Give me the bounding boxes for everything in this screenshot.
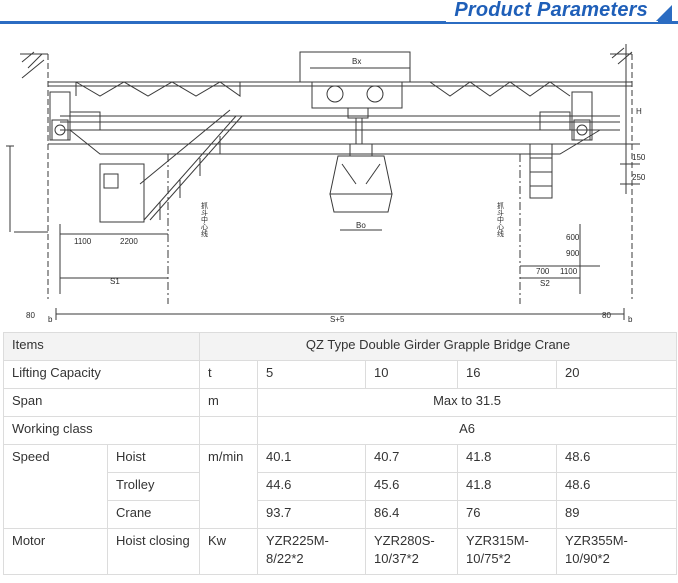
table-row-items: Items QZ Type Double Girder Grapple Brid… — [2, 332, 678, 361]
label-b-right: b — [628, 315, 633, 324]
dim-700: 700 — [536, 267, 550, 276]
label-s2: S2 — [540, 279, 550, 288]
speed-trolley-10: 45.6 — [365, 472, 459, 501]
motor-unit: Kw — [199, 528, 259, 575]
speed-trolley-16: 41.8 — [457, 472, 558, 501]
motor-label: Motor — [3, 528, 108, 575]
speed-hoist-16: 41.8 — [457, 444, 558, 473]
section-header: Product Parameters — [0, 0, 678, 34]
speed-trolley-5: 44.6 — [257, 472, 367, 501]
speed-crane-label: Crane — [106, 500, 201, 529]
motor-5: YZR225M-8/22*2 — [257, 528, 367, 575]
motor-20: YZR355M-10/90*2 — [556, 528, 678, 575]
dim-600: 600 — [566, 233, 580, 242]
lifting-capacity-10: 10 — [365, 360, 459, 389]
dim-1100-left: 1100 — [74, 237, 92, 246]
table-title: QZ Type Double Girder Grapple Bridge Cra… — [199, 332, 678, 361]
speed-crane-20: 89 — [556, 500, 678, 529]
dim-80-right: 80 — [602, 311, 611, 320]
span-label: Span — [2, 388, 201, 417]
label-s-plus-5: S+5 — [330, 315, 345, 324]
label-b-left: b — [48, 315, 53, 324]
dim-900: 900 — [566, 249, 580, 258]
centerline-label-right: 抓斗中心线 — [497, 201, 505, 237]
header-rule — [0, 21, 678, 24]
table-row-working-class: Working class A6 — [2, 416, 678, 445]
speed-trolley-20: 48.6 — [556, 472, 678, 501]
speed-hoist-20: 48.6 — [556, 444, 678, 473]
table-row-span: Span m Max to 31.5 — [2, 388, 678, 417]
label-s1: S1 — [110, 277, 120, 286]
lifting-capacity-label: Lifting Capacity — [2, 360, 201, 389]
dim-80-left: 80 — [26, 311, 35, 320]
span-unit: m — [199, 388, 259, 417]
dim-2200: 2200 — [120, 237, 138, 246]
section-title: Product Parameters — [446, 0, 658, 22]
lifting-capacity-16: 16 — [457, 360, 558, 389]
label-bx: Bx — [352, 57, 361, 66]
lifting-capacity-5: 5 — [257, 360, 367, 389]
working-class-value: A6 — [257, 416, 678, 445]
parameters-table: Items QZ Type Double Girder Grapple Brid… — [2, 332, 678, 575]
items-label: Items — [2, 332, 201, 361]
speed-unit: m/min — [199, 444, 259, 529]
speed-hoist-5: 40.1 — [257, 444, 367, 473]
speed-crane-16: 76 — [457, 500, 558, 529]
lifting-capacity-unit: t — [199, 360, 259, 389]
speed-crane-10: 86.4 — [365, 500, 459, 529]
dim-250: 250 — [632, 173, 646, 182]
dim-1100-right: 1100 — [560, 267, 578, 276]
span-value: Max to 31.5 — [257, 388, 678, 417]
speed-crane-5: 93.7 — [257, 500, 367, 529]
speed-trolley-label: Trolley — [106, 472, 201, 501]
dim-150: 150 — [632, 153, 646, 162]
lifting-capacity-20: 20 — [556, 360, 678, 389]
drawing-svg: S+5 S1 S2 Bx Bo b b 1100 2200 700 1100 6… — [6, 44, 646, 324]
speed-hoist-10: 40.7 — [365, 444, 459, 473]
label-h: H — [636, 107, 642, 116]
table-row-motor: Motor Hoist closing Kw YZR225M-8/22*2 YZ… — [3, 528, 678, 575]
motor-16: YZR315M-10/75*2 — [457, 528, 558, 575]
working-class-unit-empty — [199, 416, 259, 445]
working-class-label: Working class — [2, 416, 201, 445]
speed-hoist-label: Hoist — [106, 444, 201, 473]
table-row-lifting-capacity: Lifting Capacity t 5 10 16 20 — [2, 360, 678, 389]
header-corner-triangle — [656, 5, 672, 21]
motor-10: YZR280S-10/37*2 — [365, 528, 459, 575]
speed-label: Speed — [3, 444, 108, 529]
table-row-speed-hoist: Speed Hoist m/min 40.1 40.7 41.8 48.6 — [3, 444, 678, 529]
crane-technical-drawing: S+5 S1 S2 Bx Bo b b 1100 2200 700 1100 6… — [0, 34, 678, 326]
label-bo: Bo — [356, 221, 366, 230]
motor-sub-label: Hoist closing — [106, 528, 201, 575]
centerline-label-left: 抓斗中心线 — [201, 201, 209, 237]
